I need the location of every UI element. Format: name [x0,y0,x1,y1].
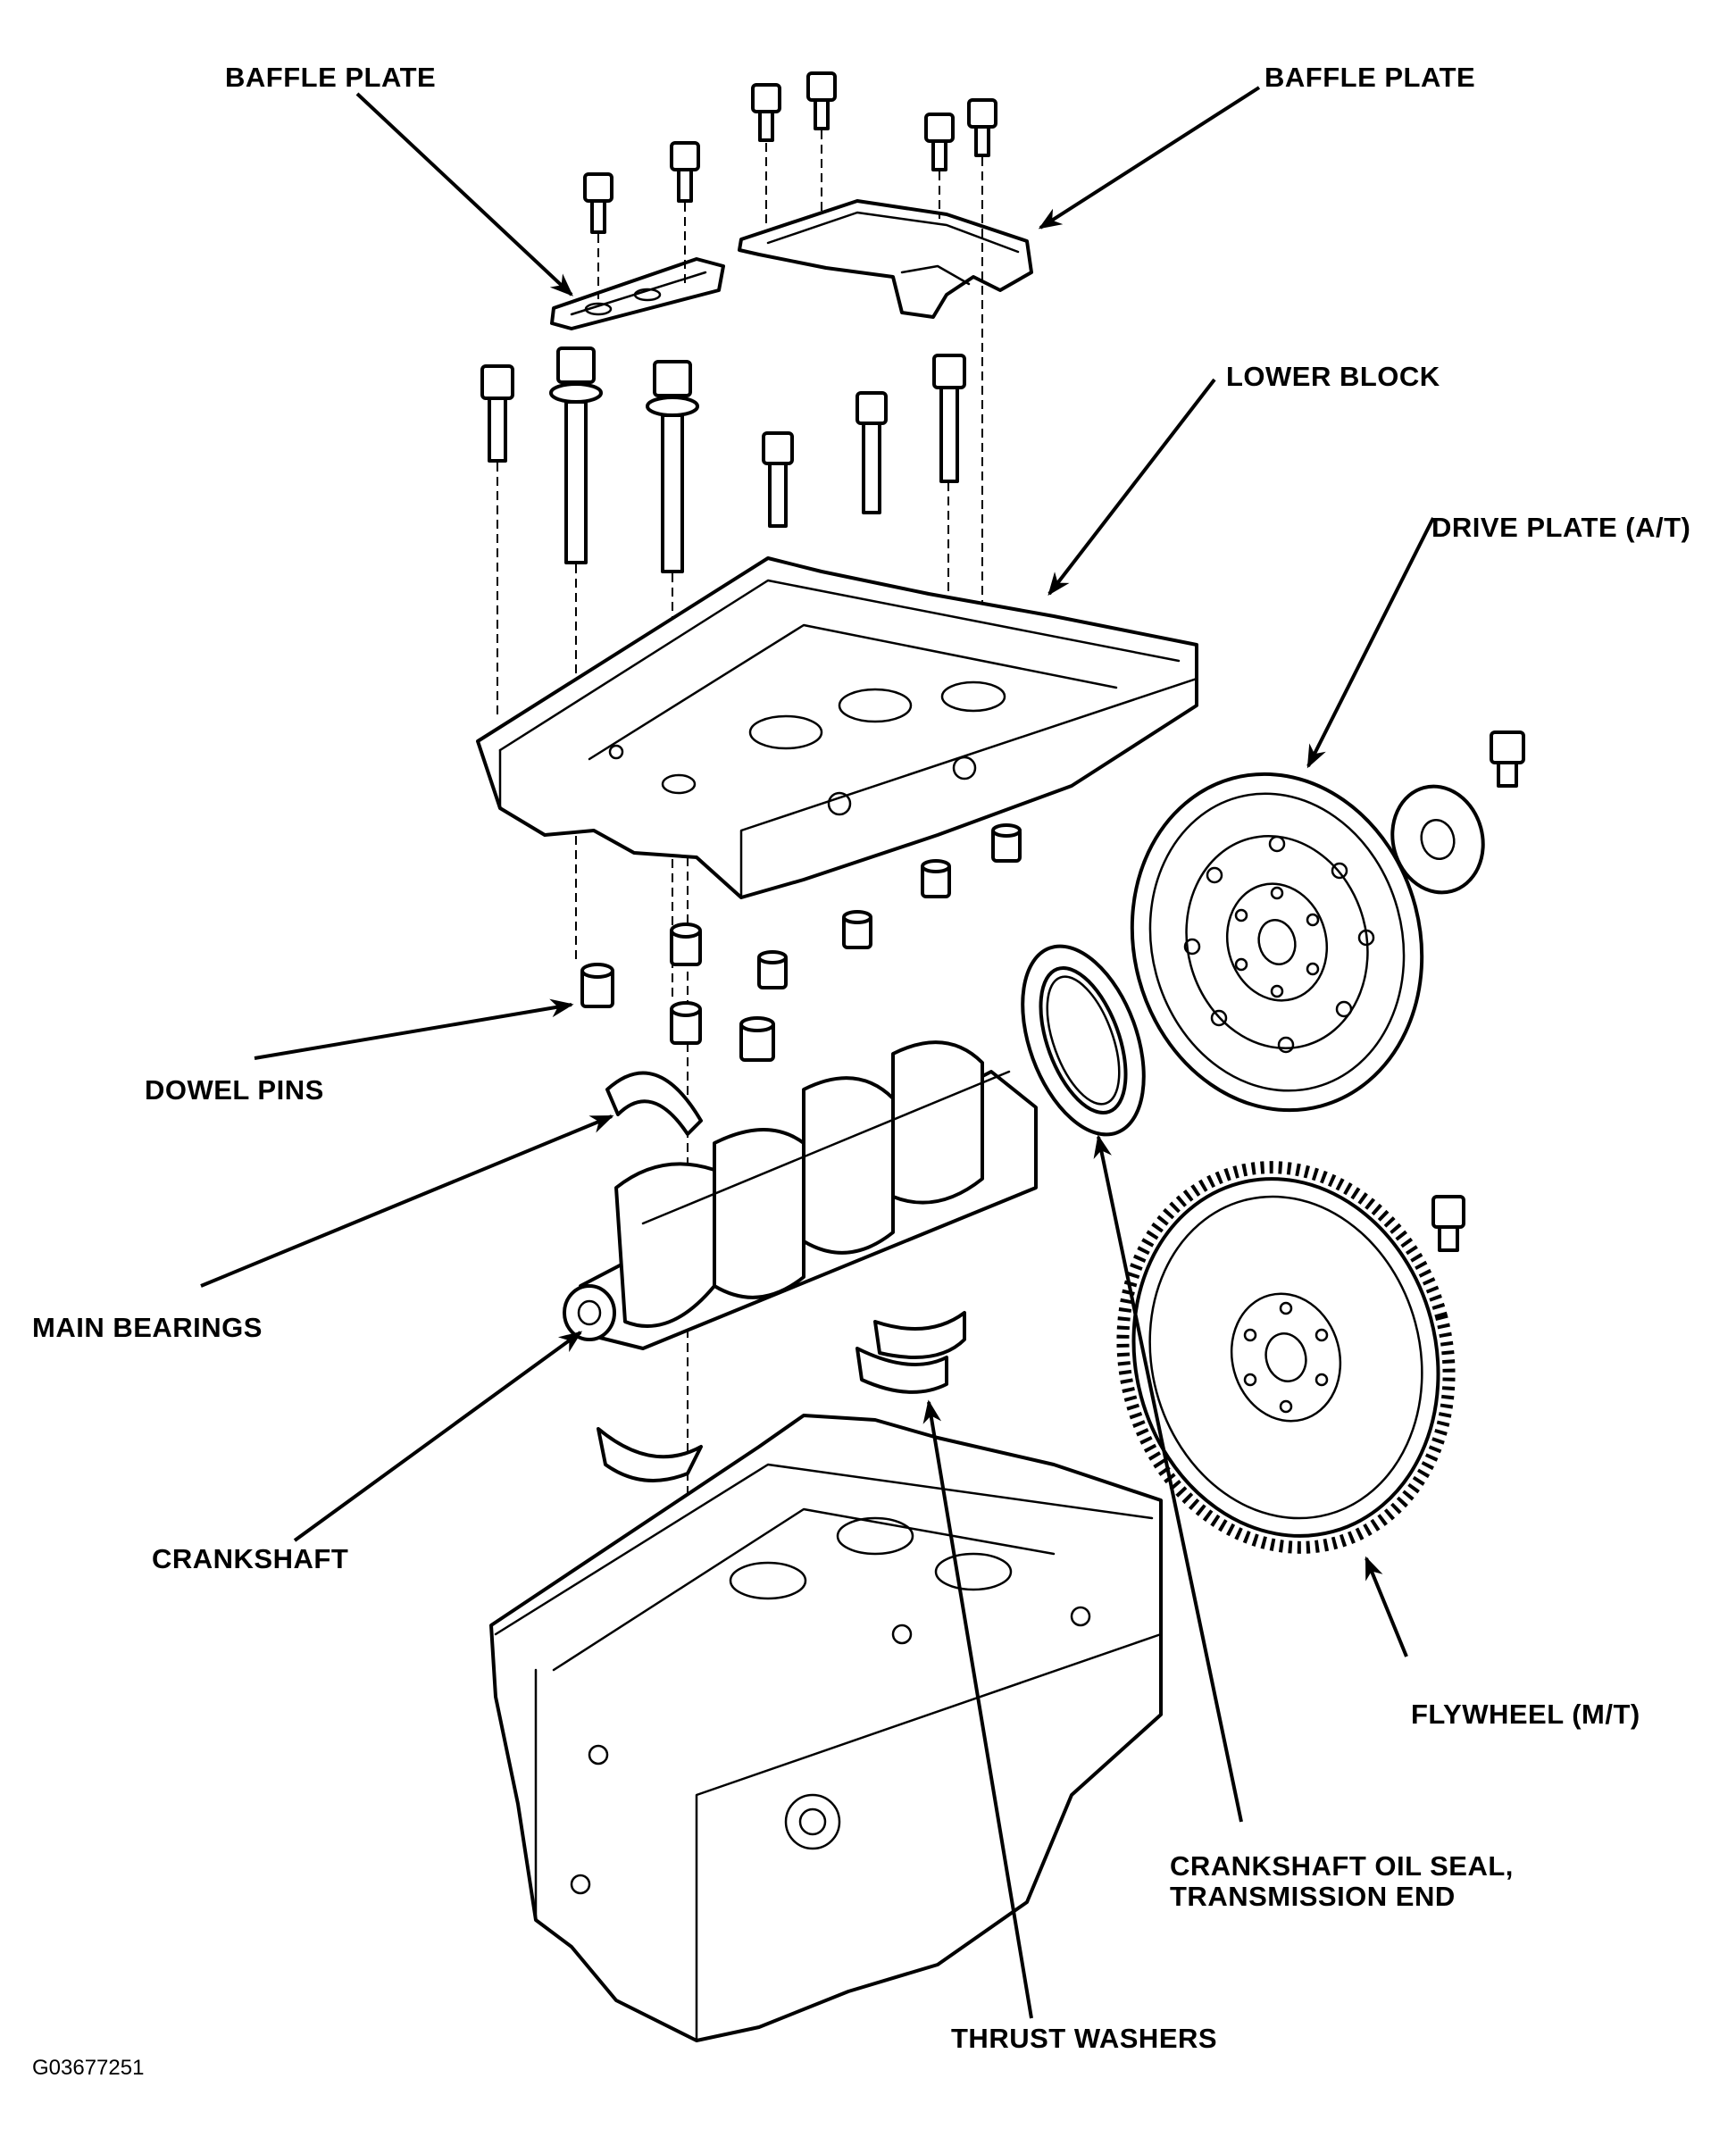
label-baffle-plate-right: BAFFLE PLATE [1264,62,1476,93]
label-dowel-pins: DOWEL PINS [145,1074,324,1106]
label-flywheel: FLYWHEEL (M/T) [1411,1699,1640,1730]
bolts-lower-block [480,346,966,573]
label-main-bearings: MAIN BEARINGS [32,1312,263,1343]
label-oil-seal-line2: TRANSMISSION END [1170,1881,1456,1913]
label-thrust-washers: THRUST WASHERS [951,2023,1218,2054]
baffle-plate-left-part [550,257,725,330]
crankshaft-part [563,1040,1038,1350]
label-lower-block: LOWER BLOCK [1226,361,1440,392]
engine-block-part [489,1414,1163,2042]
label-baffle-plate-left: BAFFLE PLATE [225,62,437,93]
label-drive-plate: DRIVE PLATE (A/T) [1431,512,1691,543]
crankshaft-oil-seal-part [1021,944,1146,1137]
label-crankshaft: CRANKSHAFT [152,1543,349,1574]
dowel-pins-part [580,823,1022,1062]
lower-block-part [476,556,1198,899]
baffle-plate-right-part [738,199,1033,319]
drive-plate-part [1130,730,1525,1113]
leader-lines [200,86,1435,2019]
label-oil-seal-line1: CRANKSHAFT OIL SEAL, [1170,1850,1514,1882]
bolts-upper [583,71,997,234]
main-bearings-part [597,1071,966,1482]
figure-id: G03677251 [32,2056,145,2080]
flywheel-part [1116,1161,1465,1554]
label-crankshaft-oil-seal: CRANKSHAFT OIL SEAL, TRANSMISSION END [1170,1850,1514,1913]
